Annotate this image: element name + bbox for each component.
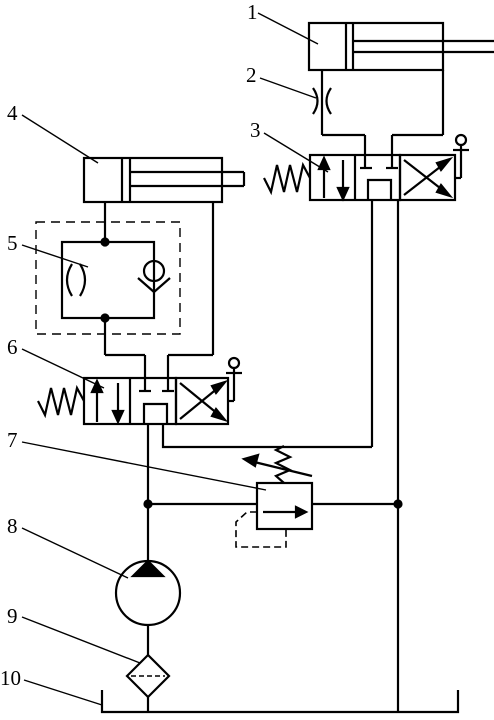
throttle-check-valve-5	[35, 221, 213, 378]
label-1: 1	[247, 0, 258, 24]
oil-tank-10	[100, 690, 460, 714]
relief-valve-7	[143, 445, 403, 548]
label-7: 7	[7, 428, 18, 452]
leader-lines	[21, 12, 329, 706]
label-4: 4	[7, 101, 18, 125]
component-labels: 1 2 3 4 5 6 7 8 9 10	[0, 0, 261, 690]
label-10: 10	[0, 666, 21, 690]
cylinder-1	[307, 21, 494, 72]
label-3: 3	[250, 118, 261, 142]
label-6: 6	[7, 335, 18, 359]
label-8: 8	[7, 514, 18, 538]
label-2: 2	[246, 63, 257, 87]
label-5: 5	[7, 231, 18, 255]
directional-valve-6	[37, 356, 372, 565]
throttle-2	[312, 70, 445, 155]
label-9: 9	[7, 604, 18, 628]
cylinder-4	[82, 156, 246, 355]
directional-valve-3	[263, 133, 469, 712]
pump-8	[114, 559, 182, 655]
filter-9	[125, 653, 171, 712]
